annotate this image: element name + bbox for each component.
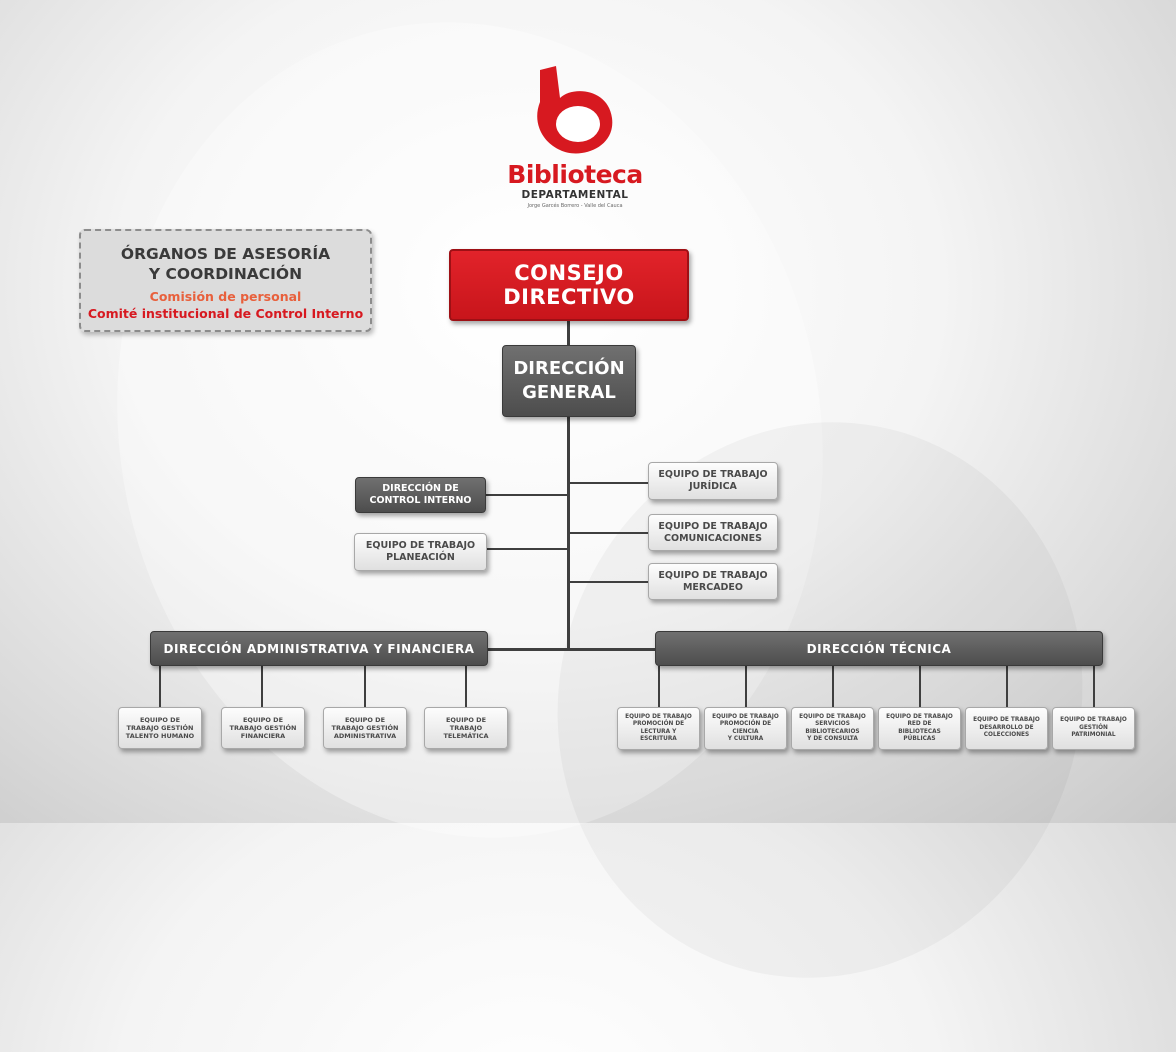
- connector-tecnica-team: [745, 666, 747, 708]
- comunicaciones-box: EQUIPO DE TRABAJO COMUNICACIONES: [648, 514, 778, 551]
- connector-tecnica-team: [919, 666, 921, 708]
- consejo-directivo-box: CONSEJO DIRECTIVO: [449, 249, 689, 321]
- connector-tecnica-team: [832, 666, 834, 708]
- team-ciencia-cultura: EQUIPO DE TRABAJO PROMOCIÓN DE CIENCIA Y…: [704, 707, 787, 750]
- logo-subtitle: DEPARTAMENTAL: [521, 189, 629, 201]
- connector-control-interno: [485, 494, 569, 496]
- connector-comunicaciones: [569, 532, 649, 534]
- connector-admin-team: [261, 666, 263, 708]
- team-telematica: EQUIPO DE TRABAJO TELEMÁTICA: [424, 707, 508, 749]
- direccion-general-box: DIRECCIÓN GENERAL: [502, 345, 636, 417]
- team-red-bibliotecas: EQUIPO DE TRABAJO RED DE BIBLIOTECAS PÚB…: [878, 707, 961, 750]
- team-lectura-escritura: EQUIPO DE TRABAJO PROMOCIÓN DE LECTURA Y…: [617, 707, 700, 750]
- team-servicios-bibliotecarios: EQUIPO DE TRABAJO SERVICIOS BIBLIOTECARI…: [791, 707, 874, 750]
- advisory-bodies-box: ÓRGANOS DE ASESORÍA Y COORDINACIÓN Comis…: [79, 229, 372, 332]
- connector-admin-team: [159, 666, 161, 708]
- connector-mercadeo: [569, 581, 649, 583]
- team-gestion-financiera: EQUIPO DE TRABAJO GESTIÓN FINANCIERA: [221, 707, 305, 749]
- advisory-title-line2: Y COORDINACIÓN: [148, 265, 303, 283]
- background-shape: [42, 0, 898, 904]
- direccion-administrativa-box: DIRECCIÓN ADMINISTRATIVA Y FINANCIERA: [150, 631, 488, 666]
- advisory-item-personnel: Comisión de personal: [149, 289, 302, 304]
- connector-tecnica-team: [1006, 666, 1008, 708]
- team-gestion-patrimonial: EQUIPO DE TRABAJO GESTIÓN PATRIMONIAL: [1052, 707, 1135, 750]
- logo-tagline: Jorge Garcés Borrero - Valle del Cauca: [527, 203, 623, 209]
- library-logo-icon: [537, 66, 613, 154]
- connector-main-vertical: [567, 318, 570, 650]
- connector-admin-team: [364, 666, 366, 708]
- planeacion-box: EQUIPO DE TRABAJO PLANEACIÓN: [354, 533, 487, 571]
- team-talento-humano: EQUIPO DE TRABAJO GESTIÓN TALENTO HUMANO: [118, 707, 202, 749]
- advisory-item-control: Comité institucional de Control Interno: [87, 306, 364, 321]
- background-shape: [480, 348, 1160, 1052]
- connector-juridica: [569, 482, 649, 484]
- control-interno-box: DIRECCIÓN DE CONTROL INTERNO: [355, 477, 486, 513]
- connector-admin-team: [465, 666, 467, 708]
- mercadeo-box: EQUIPO DE TRABAJO MERCADEO: [648, 563, 778, 600]
- logo-name: Biblioteca: [507, 160, 643, 189]
- juridica-box: EQUIPO DE TRABAJO JURÍDICA: [648, 462, 778, 500]
- direccion-tecnica-box: DIRECCIÓN TÉCNICA: [655, 631, 1103, 666]
- connector-tecnica-team: [1093, 666, 1095, 708]
- connector-directions: [488, 648, 656, 651]
- connector-tecnica-team: [658, 666, 660, 708]
- connector-planeacion: [486, 548, 569, 550]
- advisory-title-line1: ÓRGANOS DE ASESORÍA: [120, 245, 331, 263]
- team-desarrollo-colecciones: EQUIPO DE TRABAJO DESARROLLO DE COLECCIO…: [965, 707, 1048, 750]
- team-gestion-administrativa: EQUIPO DE TRABAJO GESTIÓN ADMINISTRATIVA: [323, 707, 407, 749]
- library-logo: Biblioteca DEPARTAMENTAL Jorge Garcés Bo…: [500, 62, 650, 212]
